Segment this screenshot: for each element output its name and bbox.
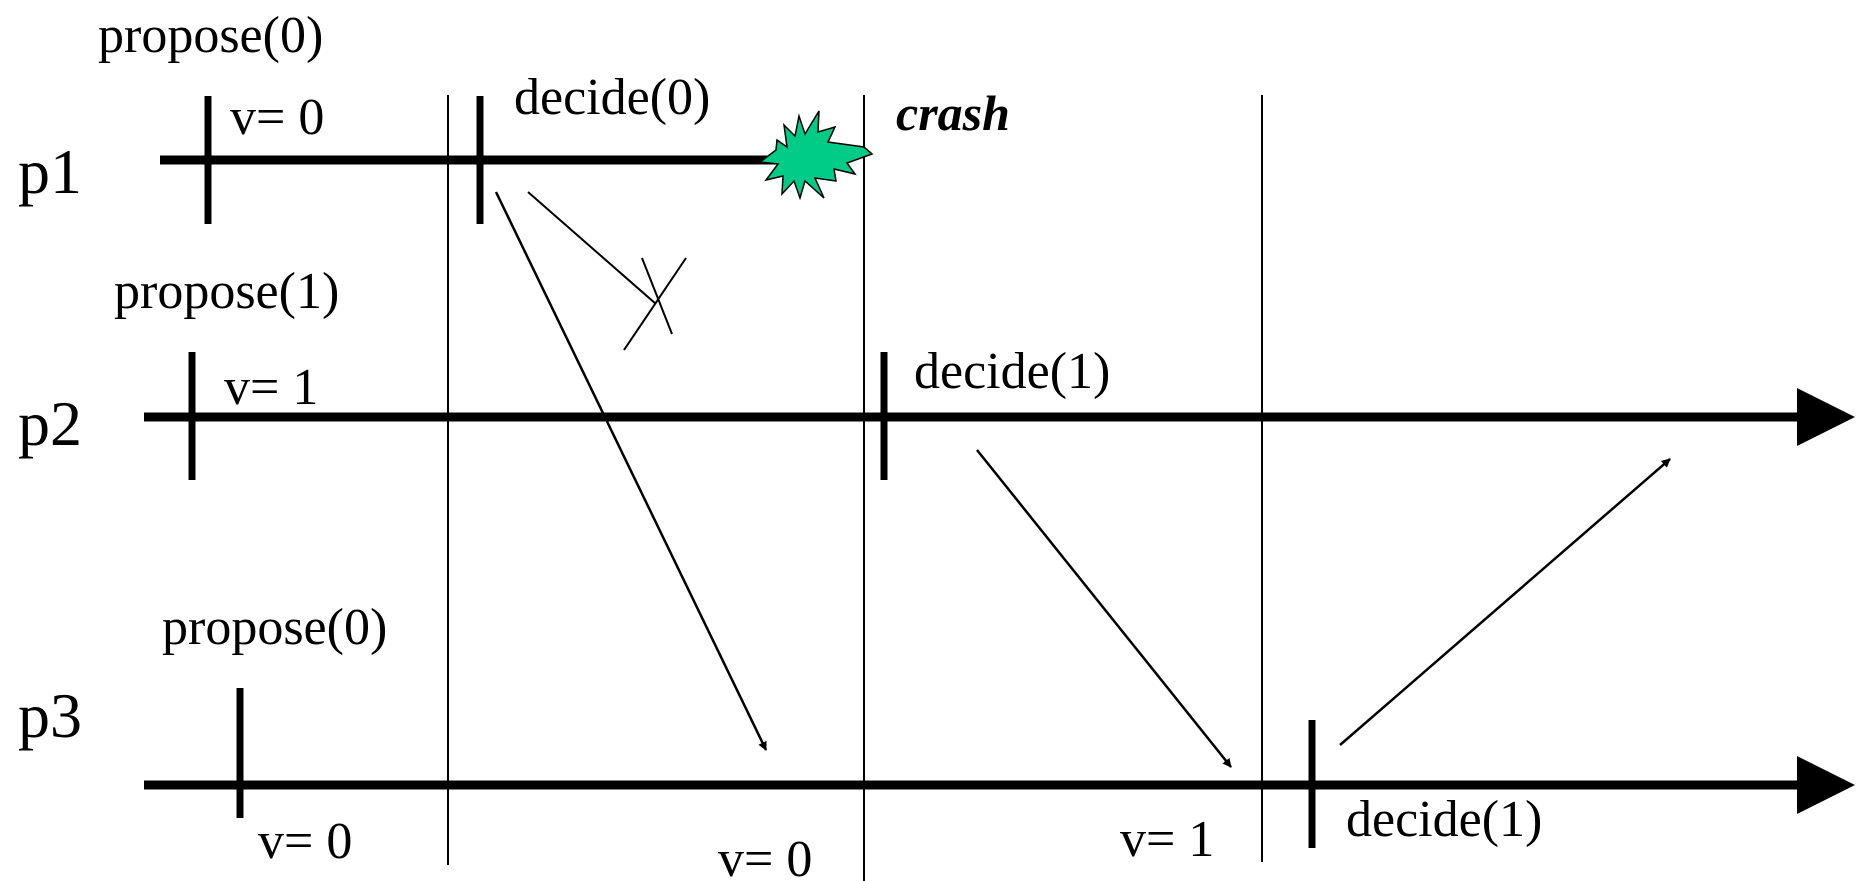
p1-decide-label: decide(0)	[514, 69, 710, 126]
p3-line-arrowhead	[1797, 756, 1855, 814]
p2-label: p2	[18, 388, 82, 459]
p3-value-round2: v= 0	[718, 831, 812, 881]
p2-timeline	[144, 352, 1855, 480]
message-p3-to-p2	[1339, 458, 1671, 746]
message-p1-to-p3	[494, 191, 768, 751]
lost-message-x-cross-icon	[623, 257, 687, 351]
p3-value-round3: v= 1	[1120, 811, 1214, 868]
p2-initial-value: v= 1	[224, 359, 318, 416]
p1-timeline	[160, 96, 874, 224]
lost-message-p1-to-p2	[527, 191, 657, 305]
p3-timeline	[144, 688, 1855, 848]
p1-propose-label: propose(0)	[98, 7, 323, 64]
crash-label: crash	[896, 85, 1010, 141]
p2-line-arrowhead	[1797, 388, 1855, 446]
p3-label: p3	[18, 680, 82, 751]
p3-decide-label: decide(1)	[1346, 791, 1542, 848]
p2-decide-label: decide(1)	[914, 343, 1110, 400]
p2-propose-label: propose(1)	[114, 263, 339, 320]
p3-initial-value: v= 0	[258, 813, 352, 870]
p1-label: p1	[18, 136, 82, 207]
p3-propose-label: propose(0)	[162, 599, 387, 656]
message-p2-to-p3	[976, 449, 1232, 768]
crash-starburst-icon	[758, 110, 874, 201]
p1-initial-value: v= 0	[230, 89, 324, 146]
